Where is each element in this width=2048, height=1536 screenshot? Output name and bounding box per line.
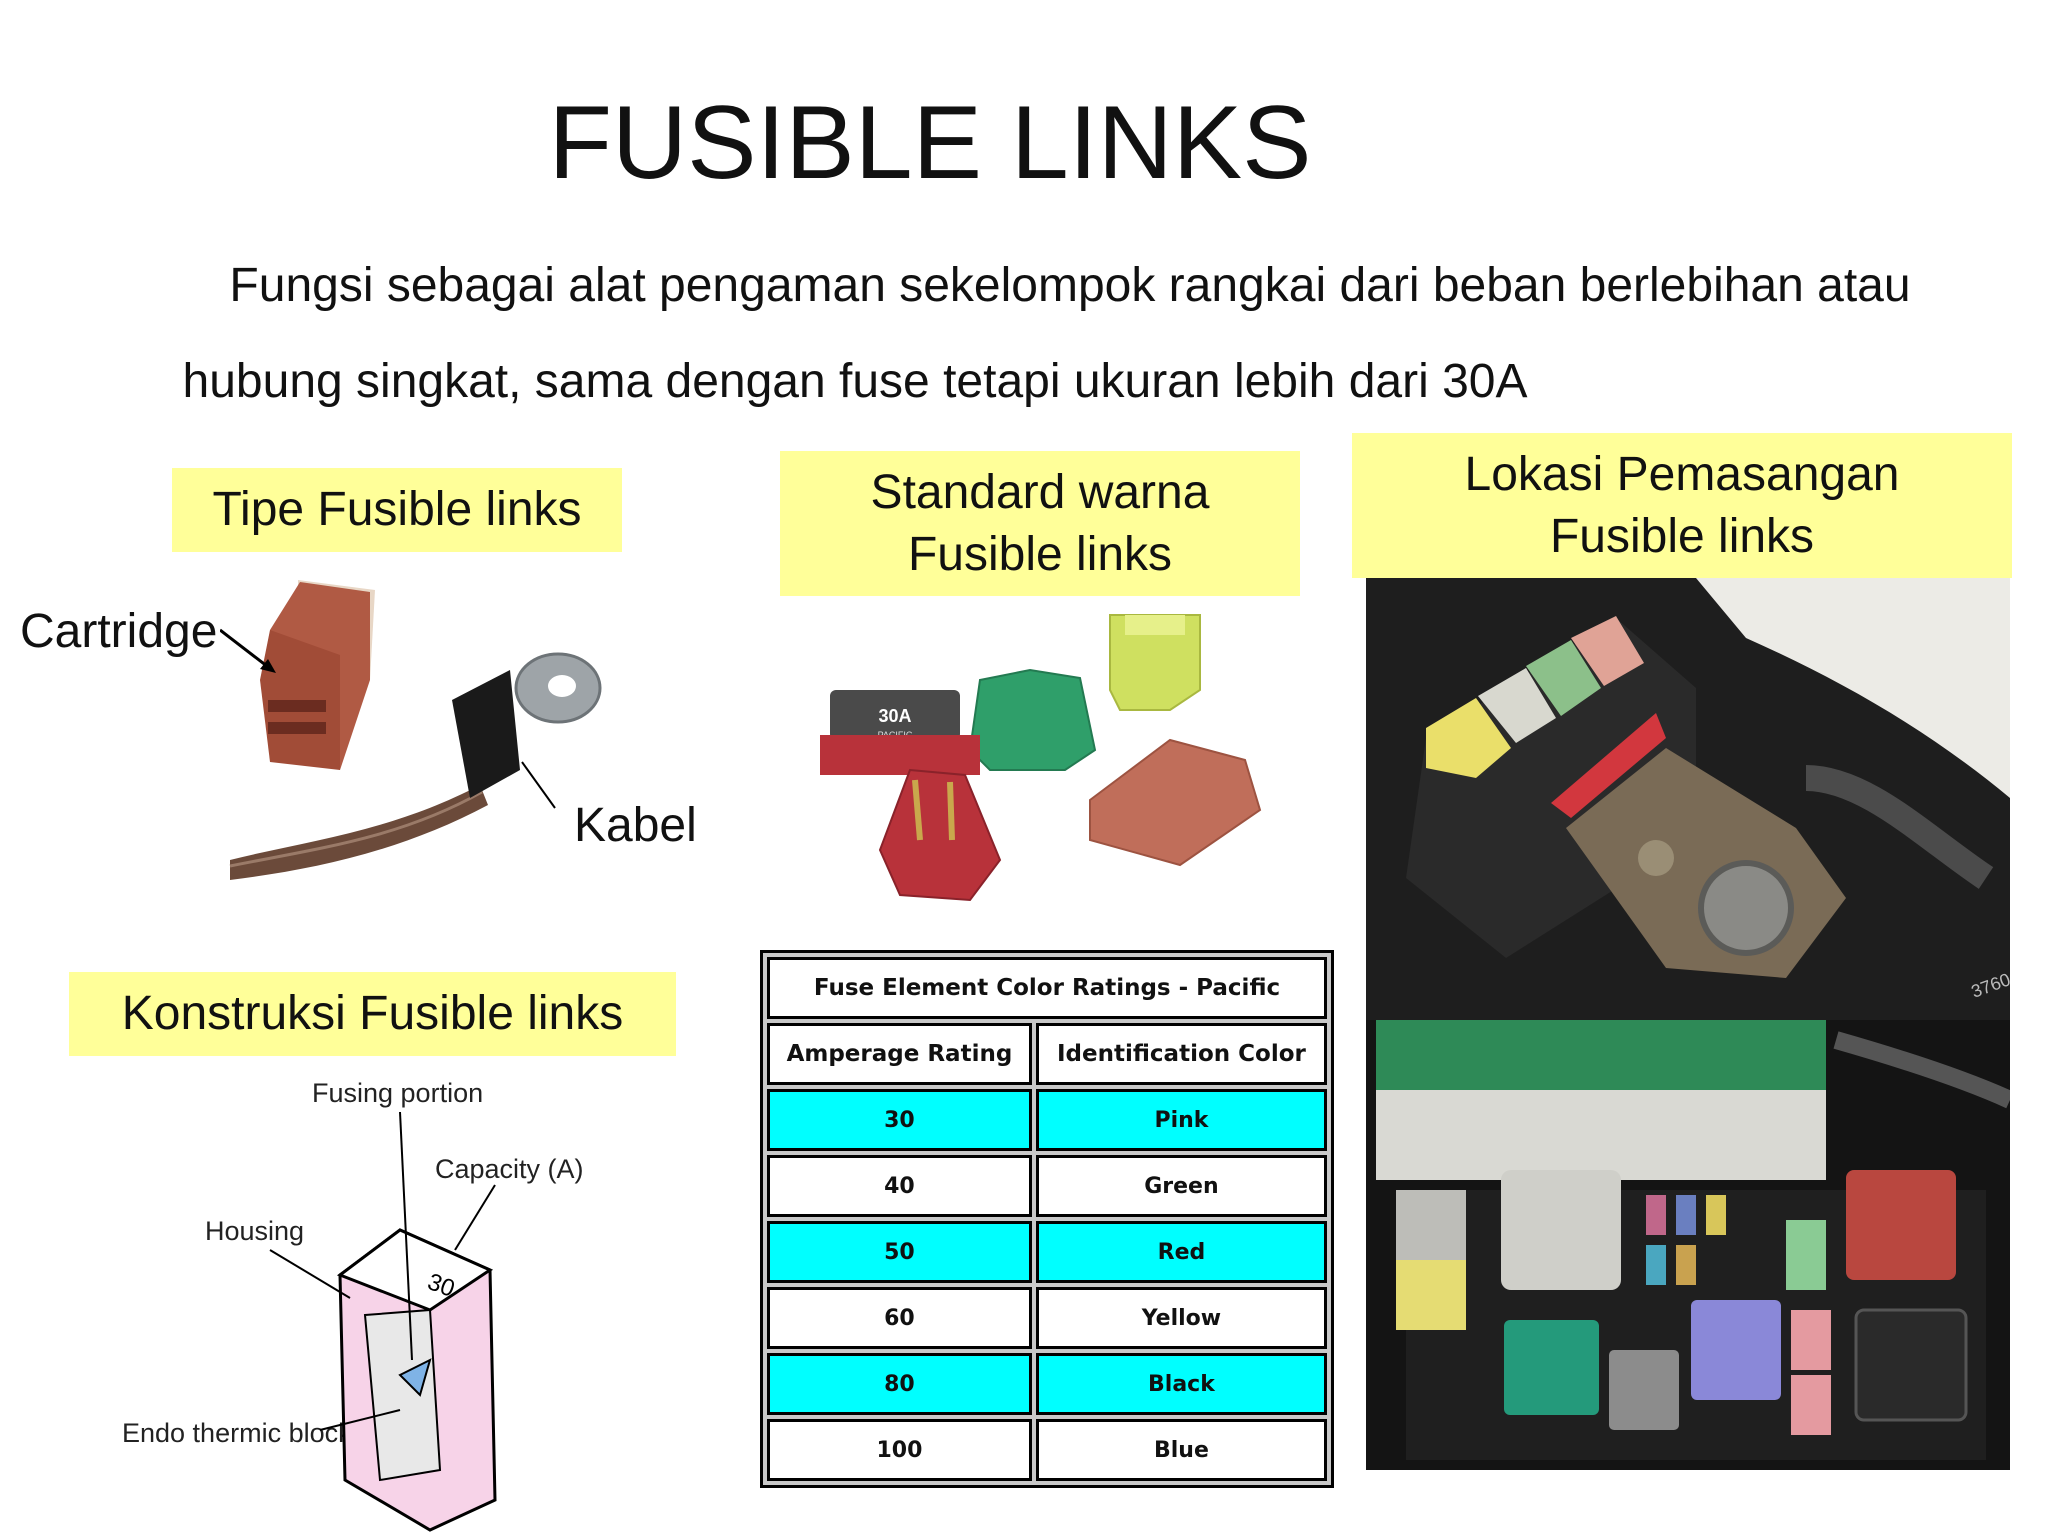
fusible-link-yellow	[1396, 1260, 1466, 1330]
table-row: 40 Green	[767, 1155, 1327, 1217]
relay-purple	[1691, 1300, 1781, 1400]
callout-cartridge: Cartridge	[20, 605, 218, 658]
fuse-pin	[912, 779, 923, 841]
amperage-cell: 60	[767, 1287, 1032, 1349]
green-fuse	[968, 668, 1097, 771]
table-row: 50 Red	[767, 1221, 1327, 1283]
inner-block	[363, 1308, 442, 1482]
relay-green	[1504, 1320, 1599, 1415]
red-fuse-large	[878, 768, 1002, 902]
cable-lug-hole	[548, 675, 576, 697]
cable-highlight	[229, 790, 483, 868]
amperage-cell: 80	[767, 1353, 1032, 1415]
relay-grey	[1501, 1170, 1621, 1290]
construction-diagram: Fusing portion Capacity (A) Housing Endo…	[122, 1078, 584, 1532]
cable	[1805, 765, 1994, 889]
white-link	[1478, 668, 1556, 743]
green-link	[1526, 640, 1601, 716]
fuse-pink	[1791, 1375, 1831, 1435]
page-title: FUSIBLE LINKS	[548, 85, 1312, 201]
fuse-green	[1786, 1220, 1826, 1290]
diagram-label-capacity: Capacity (A)	[435, 1154, 584, 1184]
amperage-cell: 50	[767, 1221, 1032, 1283]
pink-link	[1571, 616, 1644, 686]
fusing-element	[398, 1358, 432, 1397]
diagram-label-fusing-portion: Fusing portion	[312, 1078, 483, 1108]
reservoir	[1696, 578, 2010, 798]
color-cell: Yellow	[1035, 1287, 1327, 1349]
relay-grey-small	[1609, 1350, 1679, 1430]
mini-fuse	[1646, 1195, 1666, 1235]
color-cell: Green	[1035, 1155, 1327, 1217]
amperage-cell: 30	[767, 1089, 1032, 1151]
fuse-rating-text: 30A	[878, 706, 911, 726]
label-standard: Standard warna Fusible links	[780, 451, 1300, 596]
label-standard-line-1: Standard warna	[870, 465, 1210, 519]
pointer-fusing	[399, 1111, 413, 1361]
amperage-cell: 40	[767, 1155, 1032, 1217]
diagram-label-endo-block: Endo thermic block	[122, 1418, 352, 1448]
brown-fuse	[1089, 738, 1262, 867]
mini-fuse	[1706, 1195, 1726, 1235]
description-line-2: hubung singkat, sama dengan fuse tetapi …	[182, 355, 1528, 408]
tipe-fusible-photo	[220, 580, 602, 880]
cartridge-slot	[268, 722, 326, 734]
fuse-ratings-table: Fuse Element Color Ratings - Pacific Amp…	[760, 950, 1334, 1488]
pointer-capacity	[454, 1184, 496, 1251]
mini-fuse	[1676, 1195, 1696, 1235]
color-cell: Pink	[1035, 1089, 1327, 1151]
label-lokasi-line-2: Fusible links	[1549, 509, 1815, 563]
fusible-link-white	[1396, 1190, 1466, 1260]
cartridge-arrowhead	[260, 659, 276, 673]
table-row: 80 Black	[767, 1353, 1327, 1415]
callout-kabel: Kabel	[574, 799, 697, 852]
label-lokasi-line-1: Lokasi Pemasangan	[1464, 447, 1900, 501]
color-cell: Red	[1035, 1221, 1327, 1283]
terminal-bolt	[1698, 860, 1794, 956]
lokasi-photo-bottom	[1366, 1020, 2010, 1470]
yellow-fuse	[1109, 614, 1201, 711]
diagram-label-housing: Housing	[205, 1216, 304, 1246]
fuse-pink	[1791, 1310, 1831, 1370]
table-row: 30 Pink	[767, 1089, 1327, 1151]
pointer-housing	[269, 1249, 351, 1299]
mini-fuse	[1676, 1245, 1696, 1285]
cable-sleeve	[452, 670, 520, 798]
battery-top	[1376, 1020, 1826, 1090]
mini-fuse	[1646, 1245, 1666, 1285]
fuse-pin	[947, 781, 955, 841]
table-title: Fuse Element Color Ratings - Pacific	[767, 957, 1327, 1019]
pointer-endo	[319, 1409, 401, 1431]
label-lokasi: Lokasi Pemasangan Fusible links	[1352, 433, 2012, 578]
red-clip	[1551, 713, 1666, 818]
cartridge-slot	[268, 700, 326, 712]
yellow-fuse-top	[1125, 615, 1185, 635]
yellow-link	[1426, 698, 1511, 778]
terminal-nut	[1638, 840, 1674, 876]
description-line-1: Fungsi sebagai alat pengaman sekelompok …	[229, 259, 1911, 312]
housing-top	[336, 1228, 494, 1312]
lokasi-photo-top: 3760	[1366, 578, 2010, 1020]
standard-fusible-photo: 30A PACIFIC	[820, 614, 1262, 902]
label-standard-line-2: Fusible links	[907, 527, 1173, 581]
label-tipe: Tipe Fusible links	[172, 468, 622, 552]
color-cell: Blue	[1035, 1419, 1327, 1481]
label-konstruksi: Konstruksi Fusible links	[69, 972, 676, 1056]
cable	[1833, 1031, 2010, 1109]
relay-red	[1846, 1170, 1956, 1280]
relay-black	[1854, 1308, 1968, 1422]
cable-wire	[230, 785, 488, 880]
battery-body	[1376, 1090, 1826, 1180]
color-cell: Black	[1035, 1353, 1327, 1415]
table-header-color: Identification Color	[1035, 1023, 1327, 1085]
table-row: 60 Yellow	[767, 1287, 1327, 1349]
clear-fuse-top	[830, 690, 960, 740]
table-header-amperage: Amperage Rating	[767, 1023, 1032, 1085]
kabel-pointer	[521, 761, 556, 809]
cartridge-arrow	[220, 628, 273, 672]
amperage-cell: 100	[767, 1419, 1032, 1481]
red-fuse-base	[820, 735, 980, 775]
table-row: 100 Blue	[767, 1419, 1327, 1481]
